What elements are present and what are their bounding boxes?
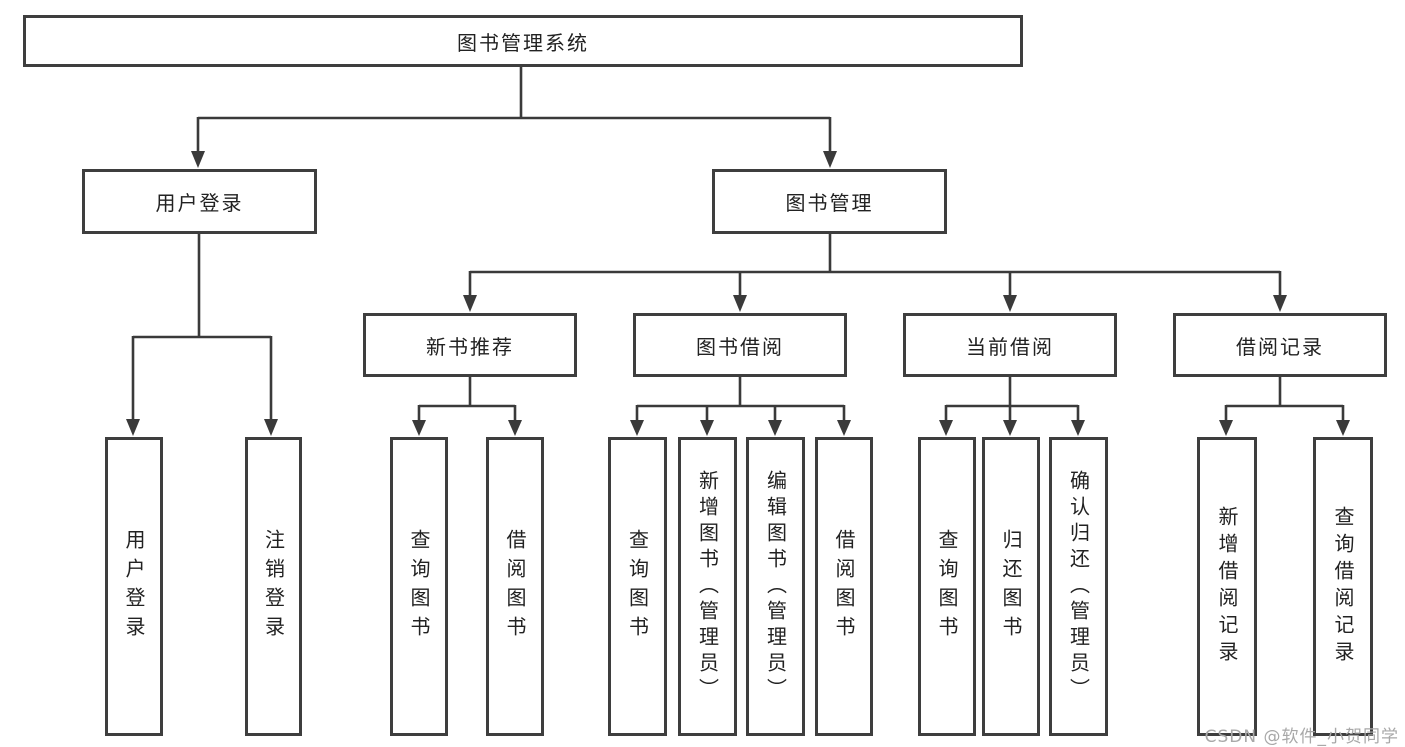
- leaf-query-books-borrowing: 查询图书: [608, 437, 667, 736]
- watermark-text: CSDN @软件_小贺同学: [1204, 727, 1399, 747]
- leaf-confirm-return-admin: 确认归还（管理员）: [1049, 437, 1108, 736]
- leaf-borrow-books-borrowing: 借阅图书: [815, 437, 873, 736]
- leaf-edit-book-admin: 编辑图书（管理员）: [746, 437, 805, 736]
- leaf-query-books-current: 查询图书: [918, 437, 976, 736]
- arrowheads-newbook-leaves: [412, 420, 522, 436]
- connector-newbook-leaves: [417, 377, 517, 421]
- node-library-management-system: 图书管理系统: [23, 15, 1023, 67]
- connector-records-leaves: [1224, 377, 1345, 421]
- leaf-query-borrow-record: 查询借阅记录: [1313, 437, 1373, 736]
- connector-root-to-level2: [196, 67, 832, 152]
- node-book-management: 图书管理: [712, 169, 947, 234]
- node-book-borrowing: 图书借阅: [633, 313, 847, 377]
- node-new-book-recommendation: 新书推荐: [363, 313, 577, 377]
- connector-current-leaves: [944, 377, 1080, 421]
- leaf-borrow-books-newbook: 借阅图书: [486, 437, 544, 736]
- arrowheads-level3: [463, 295, 1287, 312]
- leaf-logout: 注销登录: [245, 437, 302, 736]
- arrowheads-records-leaves: [1219, 420, 1350, 436]
- leaf-user-login: 用户登录: [105, 437, 163, 736]
- arrowheads-borrow-leaves: [630, 420, 851, 436]
- leaf-add-borrow-record: 新增借阅记录: [1197, 437, 1257, 736]
- connector-mgmt-to-level3: [468, 234, 1282, 296]
- leaf-query-books-newbook: 查询图书: [390, 437, 448, 736]
- arrowheads-level2: [191, 151, 837, 168]
- arrowheads-login-leaves: [126, 419, 278, 436]
- leaf-add-book-admin: 新增图书（管理员）: [678, 437, 737, 736]
- leaf-return-books: 归还图书: [982, 437, 1040, 736]
- connector-login-to-leaves: [131, 234, 273, 420]
- connector-borrow-leaves: [635, 377, 846, 421]
- node-current-borrowing: 当前借阅: [903, 313, 1117, 377]
- node-borrowing-records: 借阅记录: [1173, 313, 1387, 377]
- arrowheads-current-leaves: [939, 420, 1085, 436]
- node-user-login: 用户登录: [82, 169, 317, 234]
